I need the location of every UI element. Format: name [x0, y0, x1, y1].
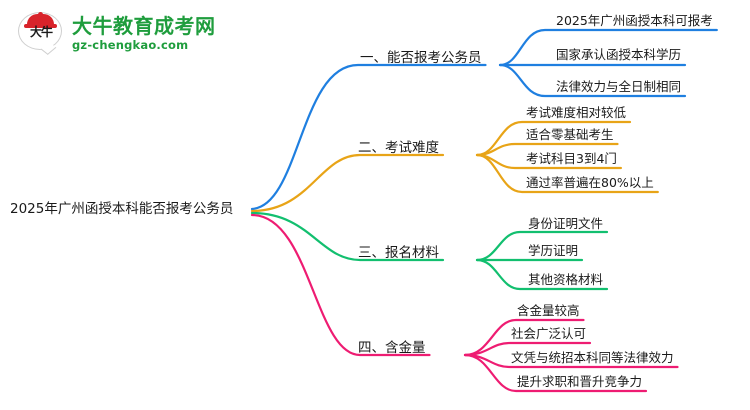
- leaf-3-2[interactable]: 学历证明: [528, 243, 579, 258]
- logo-wordmark: 大牛教育成考网 gz-chengkao.com: [72, 16, 216, 52]
- leaf-2-2[interactable]: 适合零基础考生: [526, 127, 614, 142]
- daniu-bull-logo-icon: 大牛: [18, 12, 64, 56]
- leaf-1-2[interactable]: 国家承认函授本科学历: [556, 47, 682, 62]
- branch-1-connectors: [250, 28, 718, 211]
- leaf-4-4[interactable]: 提升求职和晋升竞争力: [517, 374, 643, 389]
- branch-label-3[interactable]: 三、报名材料: [358, 245, 439, 261]
- branch-4-connectors: [250, 213, 679, 393]
- site-logo[interactable]: 大牛 大牛教育成考网 gz-chengkao.com: [18, 12, 216, 56]
- graduation-cap-icon: [27, 14, 54, 26]
- leaf-2-1[interactable]: 考试难度相对较低: [526, 105, 627, 120]
- leaf-1-3[interactable]: 法律效力与全日制相同: [556, 79, 682, 94]
- cap-brim-shape: [24, 24, 57, 28]
- logo-title: 大牛教育成考网: [72, 14, 216, 39]
- leaf-2-4[interactable]: 通过率普遍在80%以上: [526, 175, 654, 190]
- branch-label-1[interactable]: 一、能否报考公务员: [360, 50, 482, 66]
- leaf-4-1[interactable]: 含金量较高: [517, 303, 580, 318]
- leaf-1-1[interactable]: 2025年广州函授本科可报考: [556, 13, 713, 28]
- leaf-2-3[interactable]: 考试科目3到4门: [526, 151, 617, 166]
- leaf-4-3[interactable]: 文凭与统招本科同等法律效力: [511, 350, 674, 365]
- leaf-3-3[interactable]: 其他资格材料: [528, 272, 604, 287]
- mindmap-root-node[interactable]: 2025年广州函授本科能否报考公务员: [10, 201, 234, 217]
- logo-mark-text: 大牛: [29, 25, 53, 39]
- cap-tassel-dot-icon: [38, 12, 43, 17]
- branch-label-4[interactable]: 四、含金量: [358, 340, 426, 356]
- branch-label-2[interactable]: 二、考试难度: [358, 140, 439, 156]
- branch-2-connectors: [250, 120, 659, 213]
- branch-3-connectors: [250, 211, 609, 291]
- leaf-4-2[interactable]: 社会广泛认可: [511, 326, 587, 341]
- logo-subtitle-url: gz-chengkao.com: [72, 38, 189, 53]
- leaf-3-1[interactable]: 身份证明文件: [528, 216, 604, 231]
